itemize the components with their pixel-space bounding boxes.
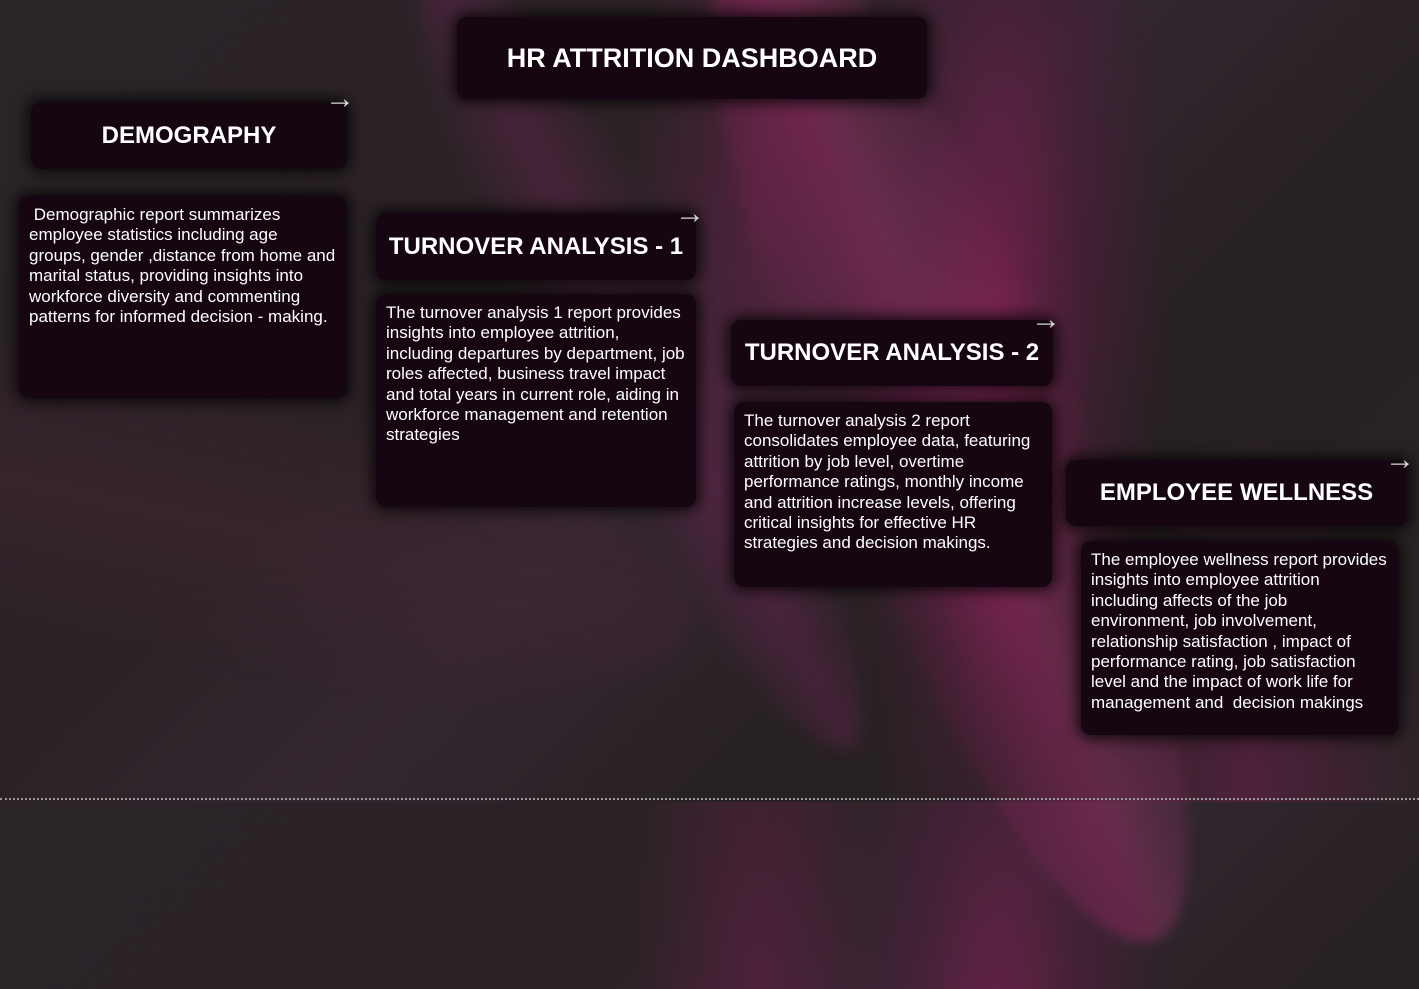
arrow-right-icon[interactable]: → — [1031, 303, 1061, 336]
section-description-turnover-analysis-1: The turnover analysis 1 report provides … — [376, 294, 696, 507]
nav-button-demography[interactable]: DEMOGRAPHY — [31, 102, 347, 169]
nav-button-turnover-analysis-1[interactable]: TURNOVER ANALYSIS - 1 — [376, 213, 696, 280]
section-title-demography: DEMOGRAPHY — [101, 121, 277, 149]
page-bottom-divider — [0, 798, 1419, 800]
dashboard-title: HR ATTRITION DASHBOARD — [457, 17, 927, 99]
arrow-right-icon[interactable]: → — [675, 197, 705, 230]
nav-button-turnover-analysis-2[interactable]: TURNOVER ANALYSIS - 2 — [731, 320, 1053, 386]
section-title-turnover-analysis-2: TURNOVER ANALYSIS - 2 — [744, 339, 1040, 366]
arrow-right-icon[interactable]: → — [1385, 443, 1415, 476]
nav-button-employee-wellness[interactable]: EMPLOYEE WELLNESS — [1066, 460, 1407, 526]
section-title-employee-wellness: EMPLOYEE WELLNESS — [1099, 479, 1374, 506]
section-description-demography: Demographic report summarizes employee s… — [19, 196, 347, 398]
section-title-turnover-analysis-1: TURNOVER ANALYSIS - 1 — [388, 232, 684, 260]
arrow-right-icon[interactable]: → — [325, 82, 355, 115]
section-description-employee-wellness: The employee wellness report provides in… — [1081, 541, 1398, 735]
section-description-turnover-analysis-2: The turnover analysis 2 report consolida… — [734, 402, 1052, 587]
